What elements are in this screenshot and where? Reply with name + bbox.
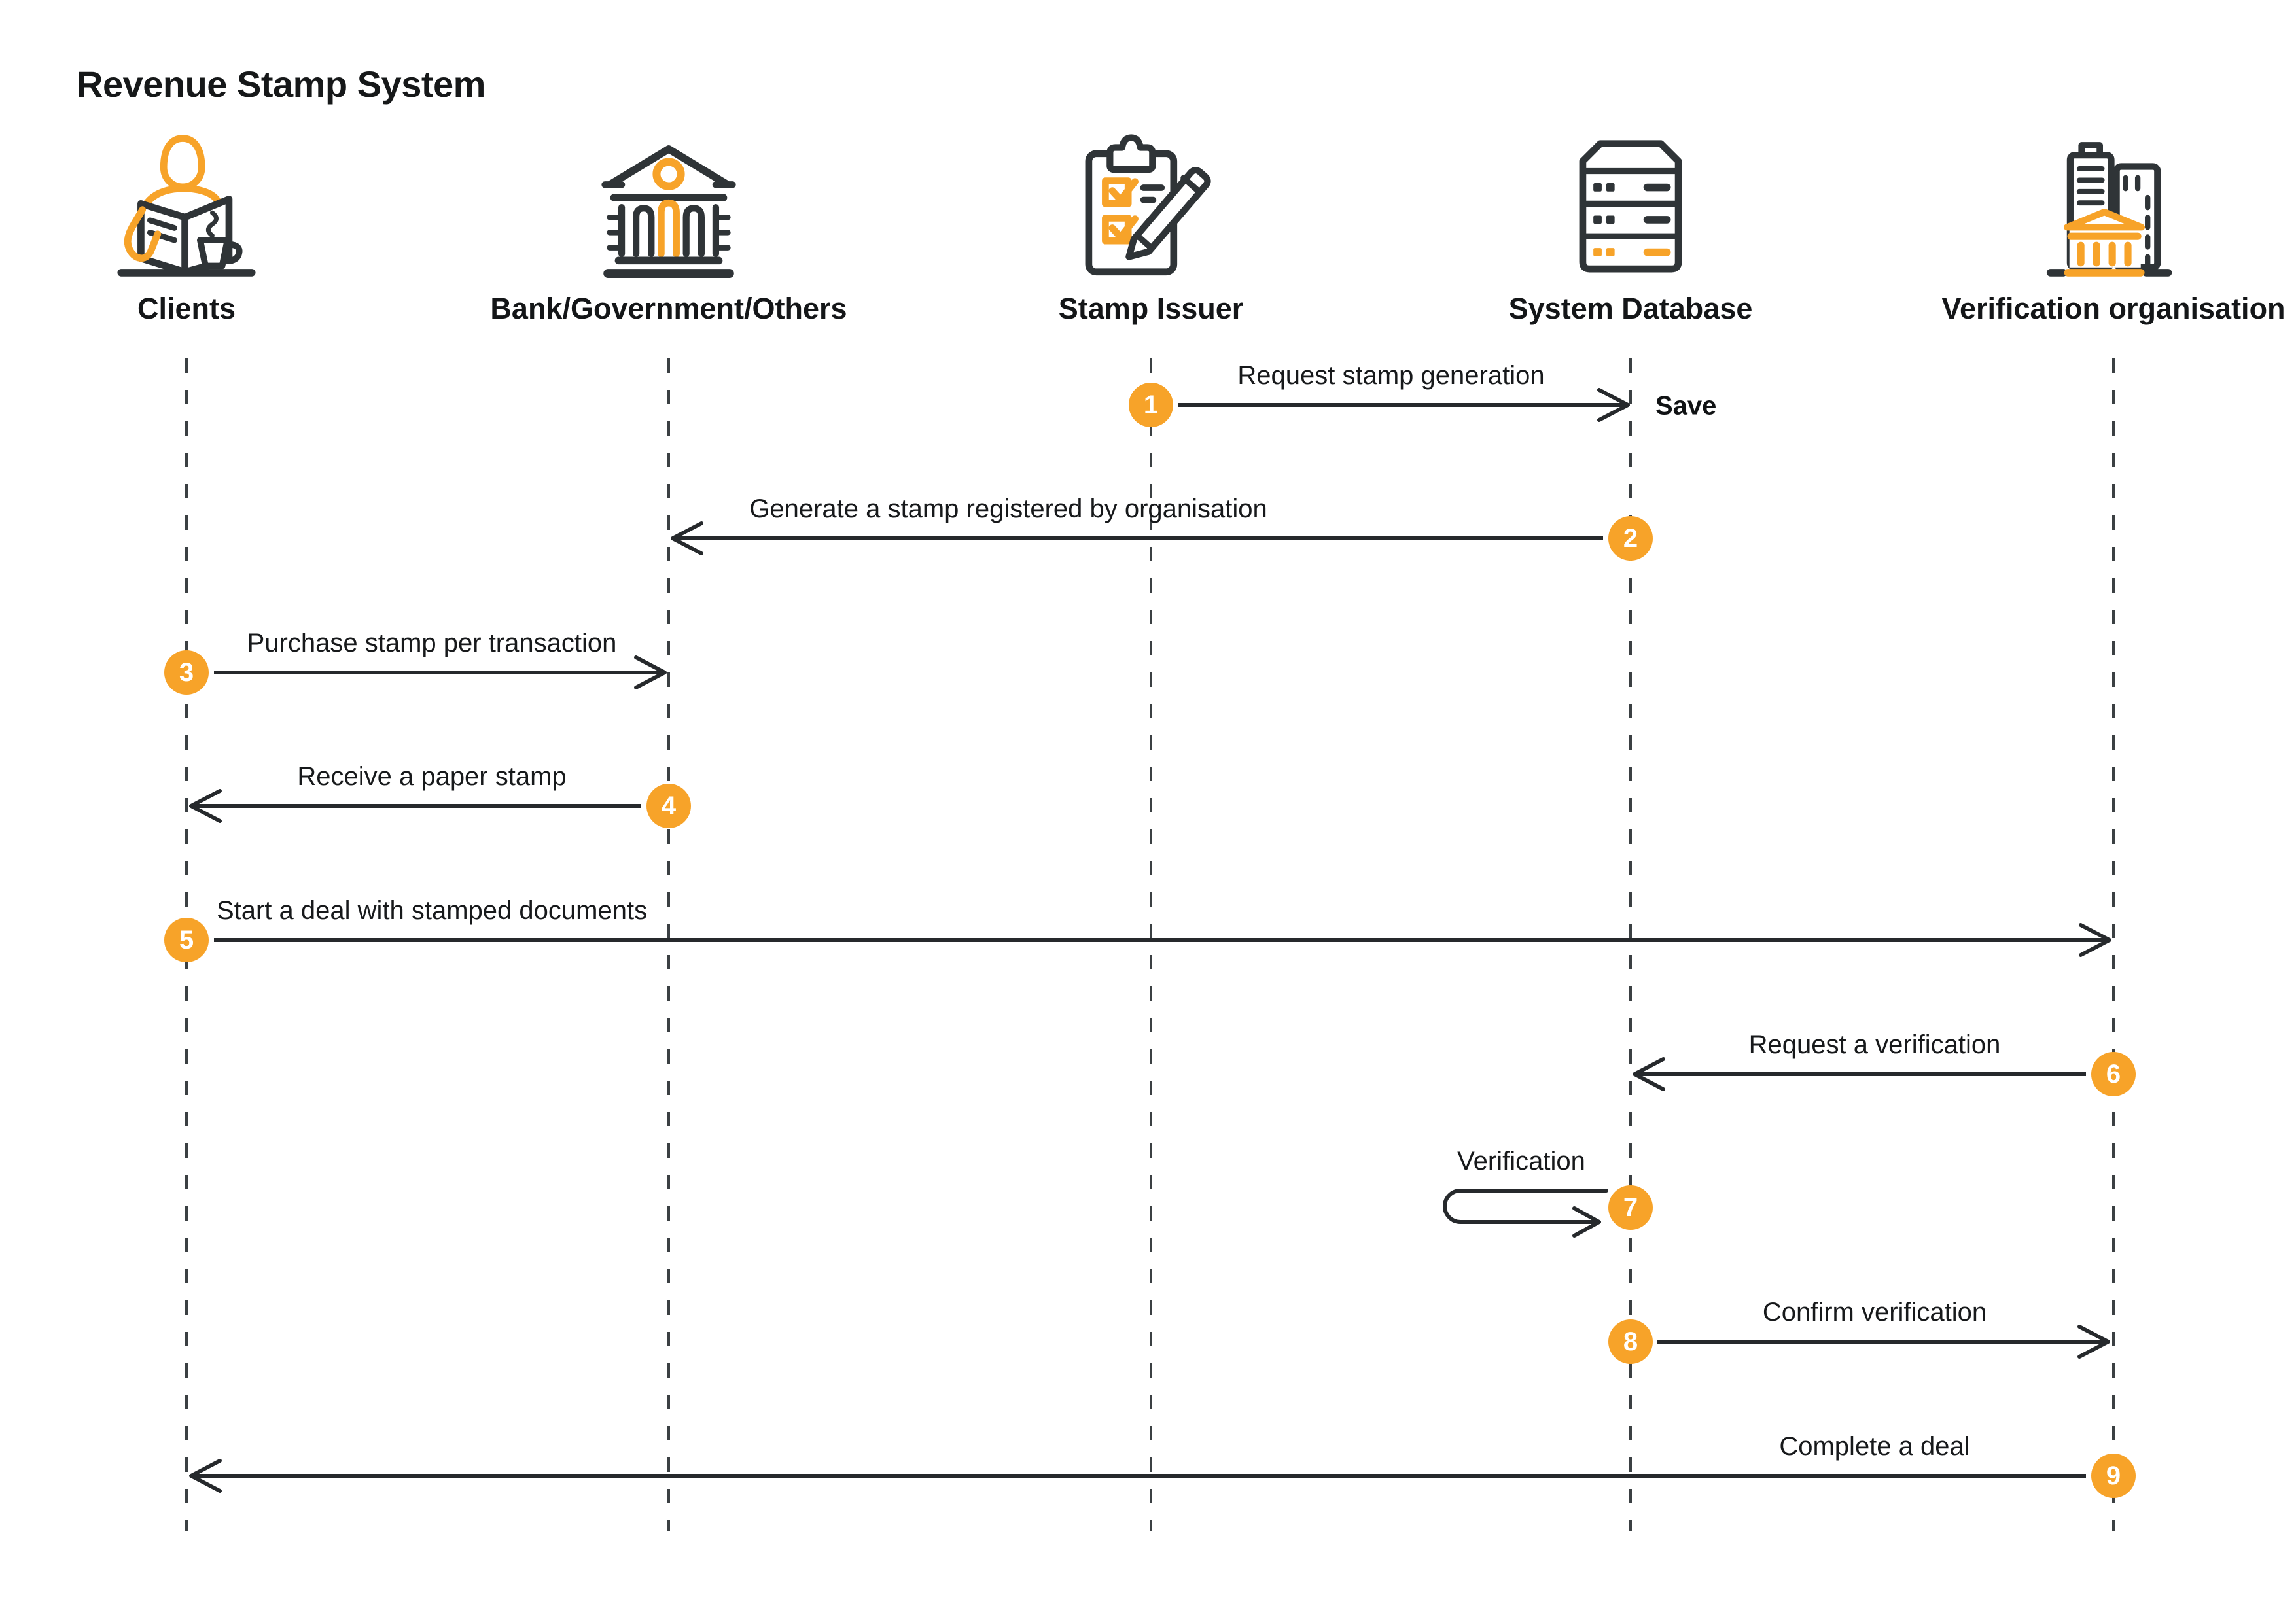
person-reading-icon (117, 135, 256, 277)
message-4-label: Receive a paper stamp (297, 762, 567, 791)
actor-label-stamp-issuer: Stamp Issuer (1058, 292, 1244, 325)
message-8-number: 8 (1623, 1327, 1638, 1356)
save-note: Save (1655, 391, 1717, 421)
actor-label-verification-org: Verification organisation (1941, 292, 2286, 325)
message-2-badge: 2 (1608, 516, 1653, 561)
actor-verification-org: Verification organisation (1911, 131, 2296, 326)
message-9-label: Complete a deal (1779, 1432, 1970, 1461)
message-4-badge: 4 (646, 784, 691, 828)
message-1-badge: 1 (1129, 383, 1173, 427)
message-5-number: 5 (179, 925, 194, 954)
message-arrow-9 (189, 1459, 2086, 1493)
message-3-number: 3 (179, 657, 194, 687)
message-arrow-8 (1657, 1325, 2110, 1359)
clipboard-pencil-icon (1085, 134, 1211, 276)
message-5-label: Start a deal with stamped documents (216, 896, 648, 925)
actor-label-clients: Clients (137, 292, 236, 325)
message-9-badge: 9 (2091, 1454, 2136, 1498)
message-1-label: Request stamp generation (1237, 361, 1545, 390)
message-arrow-4 (189, 789, 641, 823)
actor-system-database: System Database (1428, 131, 1833, 326)
message-2-number: 2 (1623, 523, 1638, 553)
message-7-badge: 7 (1608, 1185, 1653, 1230)
message-1-number: 1 (1143, 390, 1159, 419)
message-3-label: Purchase stamp per transaction (247, 629, 617, 657)
city-buildings-icon (2046, 142, 2172, 277)
message-4-number: 4 (661, 791, 677, 820)
message-8-label: Confirm verification (1762, 1298, 1987, 1327)
actor-stamp-issuer: Stamp Issuer (948, 131, 1354, 326)
actor-label-system-database: System Database (1508, 292, 1753, 325)
bank-building-icon (601, 145, 736, 279)
message-arrow-2 (671, 521, 1603, 555)
message-6-label: Request a verification (1748, 1030, 2001, 1059)
message-6-badge: 6 (2091, 1052, 2136, 1096)
message-7-label: Verification (1457, 1147, 1585, 1176)
message-2-label: Generate a stamp registered by organisat… (749, 495, 1267, 523)
message-7-number: 7 (1623, 1193, 1638, 1222)
message-arrow-5 (214, 923, 2111, 957)
message-arrow-1 (1178, 388, 1630, 422)
message-5-badge: 5 (164, 918, 209, 962)
actor-label-bank: Bank/Government/Others (490, 292, 847, 325)
actor-clients: Clients (0, 131, 389, 326)
message-arrow-3 (214, 655, 667, 689)
page-title: Revenue Stamp System (77, 63, 486, 105)
message-arrow-7-self-loop (1443, 1189, 1608, 1238)
message-9-number: 9 (2106, 1461, 2121, 1490)
message-8-badge: 8 (1608, 1319, 1653, 1364)
actor-bank: Bank/Government/Others (466, 131, 872, 326)
message-6-number: 6 (2106, 1059, 2121, 1089)
message-3-badge: 3 (164, 650, 209, 695)
database-server-icon (1579, 140, 1682, 273)
message-arrow-6 (1633, 1057, 2086, 1091)
